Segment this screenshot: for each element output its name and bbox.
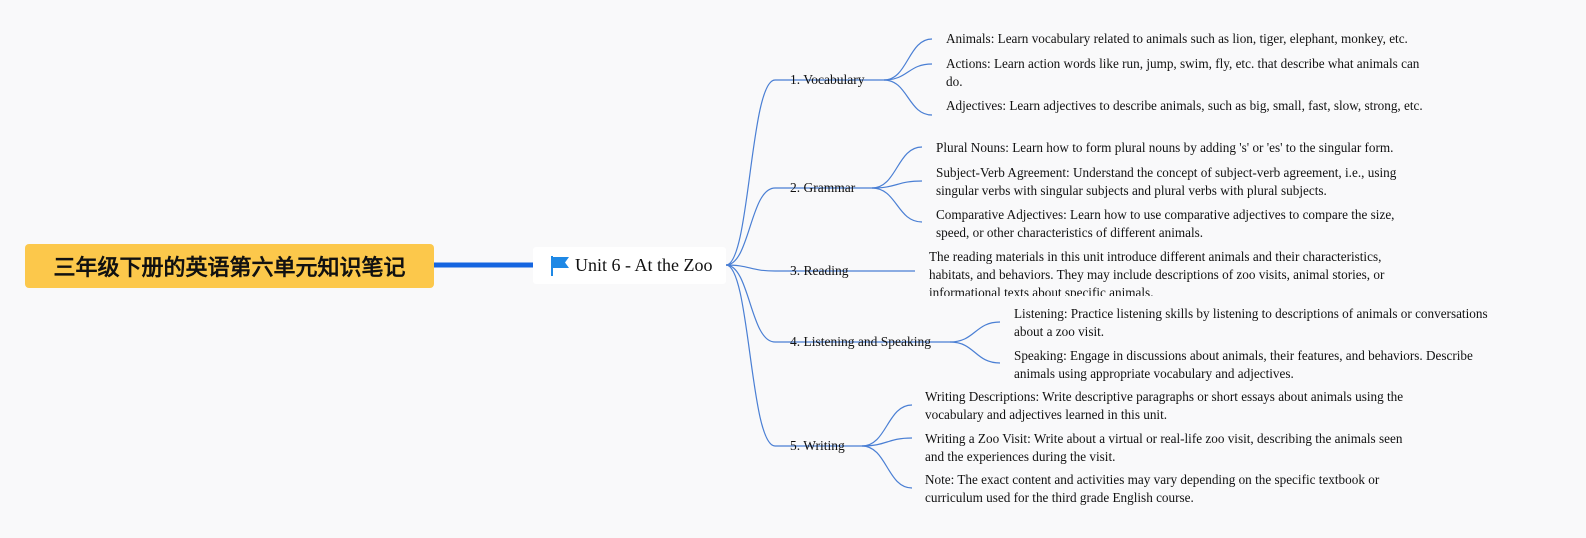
unit-to-writing-connector <box>725 264 776 447</box>
unit-topic-title: Unit 6 - At the Zoo <box>575 255 713 275</box>
leaf-comparative-adjectives[interactable]: Comparative Adjectives: Learn how to use… <box>936 207 1395 240</box>
vocabulary-to-animals-connector <box>883 38 933 81</box>
root-topic-title: 三年级下册的英语第六单元知识笔记 <box>53 256 406 281</box>
unit-to-listening-connector <box>725 264 776 343</box>
leaf-reading-materials[interactable]: The reading materials in this unit intro… <box>929 249 1385 296</box>
unit-topic[interactable]: Unit 6 - At the Zoo <box>533 247 726 284</box>
flag-icon <box>550 255 570 277</box>
leaf-actions[interactable]: Actions: Learn action words like run, ju… <box>946 56 1420 89</box>
leaf-animals[interactable]: Animals: Learn vocabulary related to ani… <box>946 31 1408 46</box>
vocabulary-to-adjectives-connector <box>883 79 933 116</box>
listening-to-speaking-leaf-connector <box>949 341 1001 364</box>
branch-reading[interactable]: 3. Reading <box>790 263 849 278</box>
vocabulary-to-actions-connector <box>883 63 933 81</box>
grammar-to-agreement-connector <box>871 180 923 189</box>
branch-grammar[interactable]: 2. Grammar <box>790 180 856 195</box>
root-topic[interactable]: 三年级下册的英语第六单元知识笔记 <box>25 244 434 288</box>
writing-to-zoo-visit-connector <box>861 437 913 447</box>
unit-to-vocabulary-connector <box>725 79 776 266</box>
leaf-subject-verb-agreement[interactable]: Subject-Verb Agreement: Understand the c… <box>936 165 1397 198</box>
unit-to-reading-connector <box>725 264 776 272</box>
branch-writing[interactable]: 5. Writing <box>790 438 845 453</box>
grammar-to-plural-connector <box>871 146 923 189</box>
writing-to-note-connector <box>861 445 913 489</box>
leaf-listening[interactable]: Listening: Practice listening skills by … <box>1014 306 1488 339</box>
leaf-note[interactable]: Note: The exact content and activities m… <box>925 472 1380 505</box>
branch-listening-speaking[interactable]: 4. Listening and Speaking <box>790 334 931 349</box>
listening-to-listening-leaf-connector <box>949 321 1001 343</box>
leaf-adjectives[interactable]: Adjectives: Learn adjectives to describe… <box>946 98 1423 113</box>
grammar-to-comparative-connector <box>871 187 923 223</box>
branch-vocabulary[interactable]: 1. Vocabulary <box>790 72 865 87</box>
leaf-writing-descriptions[interactable]: Writing Descriptions: Write descriptive … <box>925 389 1404 422</box>
leaf-writing-zoo-visit[interactable]: Writing a Zoo Visit: Write about a virtu… <box>925 431 1403 464</box>
leaf-speaking[interactable]: Speaking: Engage in discussions about an… <box>1014 348 1473 381</box>
leaf-plural-nouns[interactable]: Plural Nouns: Learn how to form plural n… <box>936 140 1394 155</box>
writing-to-descriptions-connector <box>861 404 913 447</box>
unit-to-grammar-connector <box>725 187 776 266</box>
